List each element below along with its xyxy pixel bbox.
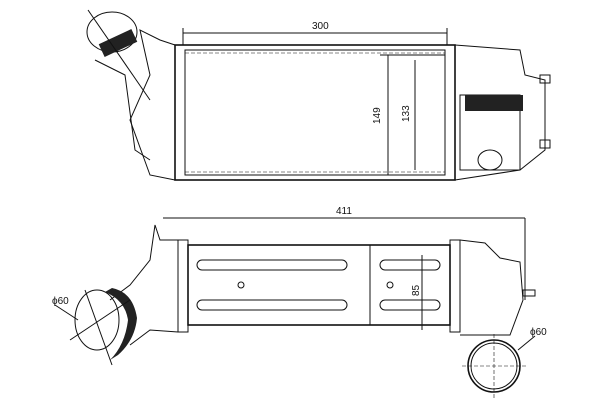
dim-label-outlet-diameter: ϕ60 <box>530 327 547 338</box>
top-left-tank <box>129 29 176 181</box>
bottom-view: 411 85 ϕ60 ϕ60 <box>52 206 547 398</box>
dim-label-133: 133 <box>401 105 412 122</box>
bottom-right-tank <box>459 239 524 336</box>
bottom-left-tank <box>109 224 178 301</box>
dim-label-411: 411 <box>336 206 352 217</box>
dim-label-149: 149 <box>372 107 383 124</box>
dim-label-inlet-diameter: ϕ60 <box>52 296 69 307</box>
dim-label-85: 85 <box>411 284 422 296</box>
top-core <box>174 44 456 181</box>
dim-label-300: 300 <box>312 21 329 32</box>
bottom-inlet-pipe <box>74 289 120 351</box>
top-view: 300 149 133 <box>86 9 551 181</box>
top-right-tank <box>454 44 546 181</box>
